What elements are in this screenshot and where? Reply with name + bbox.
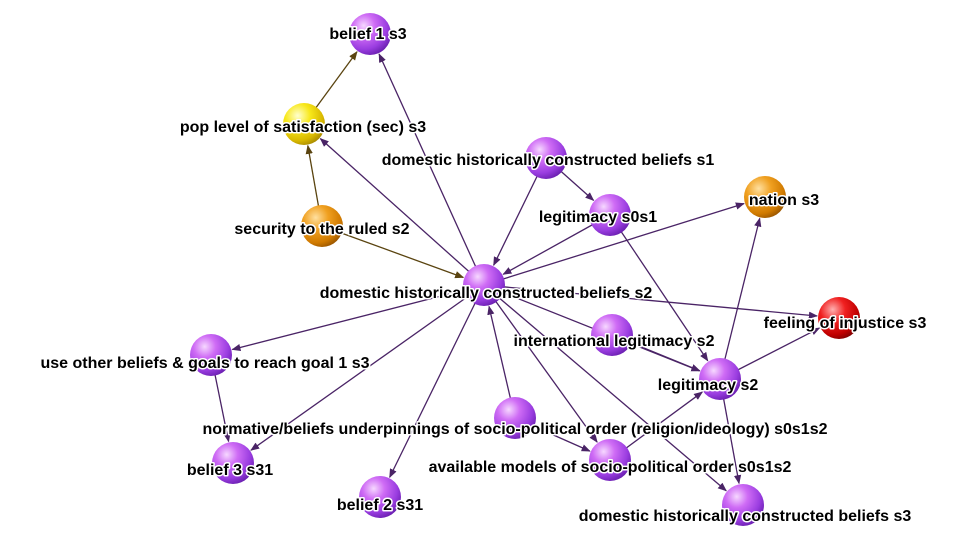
node-sphere[interactable] — [463, 264, 505, 306]
node-sphere[interactable] — [212, 442, 254, 484]
node-dhcb2[interactable] — [463, 264, 505, 306]
node-label-belief1: belief 1 s3 — [329, 26, 406, 43]
node-sphere[interactable] — [494, 397, 536, 439]
edge-dhcb2-to-dhcb3 — [483, 284, 727, 492]
node-dhcb1[interactable] — [525, 137, 567, 179]
node-injustice[interactable] — [818, 297, 860, 339]
node-label-intl_legit: international legitimacy s2 — [514, 333, 715, 350]
edge-security-to-dhcb2 — [321, 225, 465, 279]
nodes-layer — [190, 13, 860, 526]
edge-legit_s2-to-nation — [719, 217, 762, 380]
node-nation[interactable] — [744, 176, 786, 218]
node-belief3[interactable] — [212, 442, 254, 484]
edge-legit_s0s1-to-legit_s2 — [609, 214, 709, 362]
edge-dhcb2-to-belief1 — [378, 53, 485, 286]
edge-dhcb2-to-pop — [319, 138, 485, 286]
edge-dhcb2-to-belief3 — [250, 284, 485, 451]
node-label-other_beliefs: use other beliefs & goals to reach goal … — [41, 355, 370, 372]
node-models[interactable] — [589, 439, 631, 481]
node-label-nation: nation s3 — [749, 192, 819, 209]
node-sphere[interactable] — [591, 314, 633, 356]
node-label-models: available models of socio-political orde… — [429, 459, 792, 476]
edge-dhcb2-to-other_beliefs — [231, 284, 485, 352]
node-label-dhcb3: domestic historically constructed belief… — [579, 508, 912, 525]
node-sphere[interactable] — [699, 358, 741, 400]
node-normative[interactable] — [494, 397, 536, 439]
edge-dhcb2-to-models — [483, 284, 598, 443]
node-legit_s0s1[interactable] — [589, 194, 631, 236]
node-label-injustice: feeling of injustice s3 — [764, 315, 927, 332]
node-label-legit_s2: legitimacy s2 — [658, 377, 759, 394]
node-dhcb3[interactable] — [722, 484, 764, 526]
labels-layer: belief 1 s3 pop level of satisfaction (se… — [39, 25, 928, 527]
node-sphere[interactable] — [589, 439, 631, 481]
node-other_beliefs[interactable] — [190, 334, 232, 376]
node-label-pop: pop level of satisfaction (sec) s3 — [180, 119, 426, 136]
node-sphere[interactable] — [818, 297, 860, 339]
node-sphere[interactable] — [301, 205, 343, 247]
node-sphere[interactable] — [283, 103, 325, 145]
node-label-belief2: belief 2 s31 — [337, 497, 423, 514]
node-label-belief3: belief 3 s31 — [187, 462, 273, 479]
node-legit_s2[interactable] — [699, 358, 741, 400]
node-label-dhcb1: domestic historically constructed belief… — [382, 152, 715, 169]
node-sphere[interactable] — [525, 137, 567, 179]
edge-dhcb2-to-nation — [483, 202, 745, 286]
edge-dhcb2-to-belief2 — [389, 284, 485, 479]
node-label-security: security to the ruled s2 — [234, 221, 409, 238]
node-sphere[interactable] — [190, 334, 232, 376]
node-sphere[interactable] — [589, 194, 631, 236]
node-sphere[interactable] — [349, 13, 391, 55]
node-security[interactable] — [301, 205, 343, 247]
node-sphere[interactable] — [722, 484, 764, 526]
node-label-legit_s0s1: legitimacy s0s1 — [539, 209, 657, 226]
node-belief2[interactable] — [359, 476, 401, 518]
node-intl_legit[interactable] — [591, 314, 633, 356]
node-belief1[interactable] — [349, 13, 391, 55]
node-pop[interactable] — [283, 103, 325, 145]
node-sphere[interactable] — [744, 176, 786, 218]
node-sphere[interactable] — [359, 476, 401, 518]
node-label-normative: normative/beliefs underpinnings of socio… — [203, 421, 828, 438]
edge-dhcb2-to-injustice — [483, 284, 819, 319]
node-label-dhcb2: domestic historically constructed belief… — [320, 285, 653, 302]
